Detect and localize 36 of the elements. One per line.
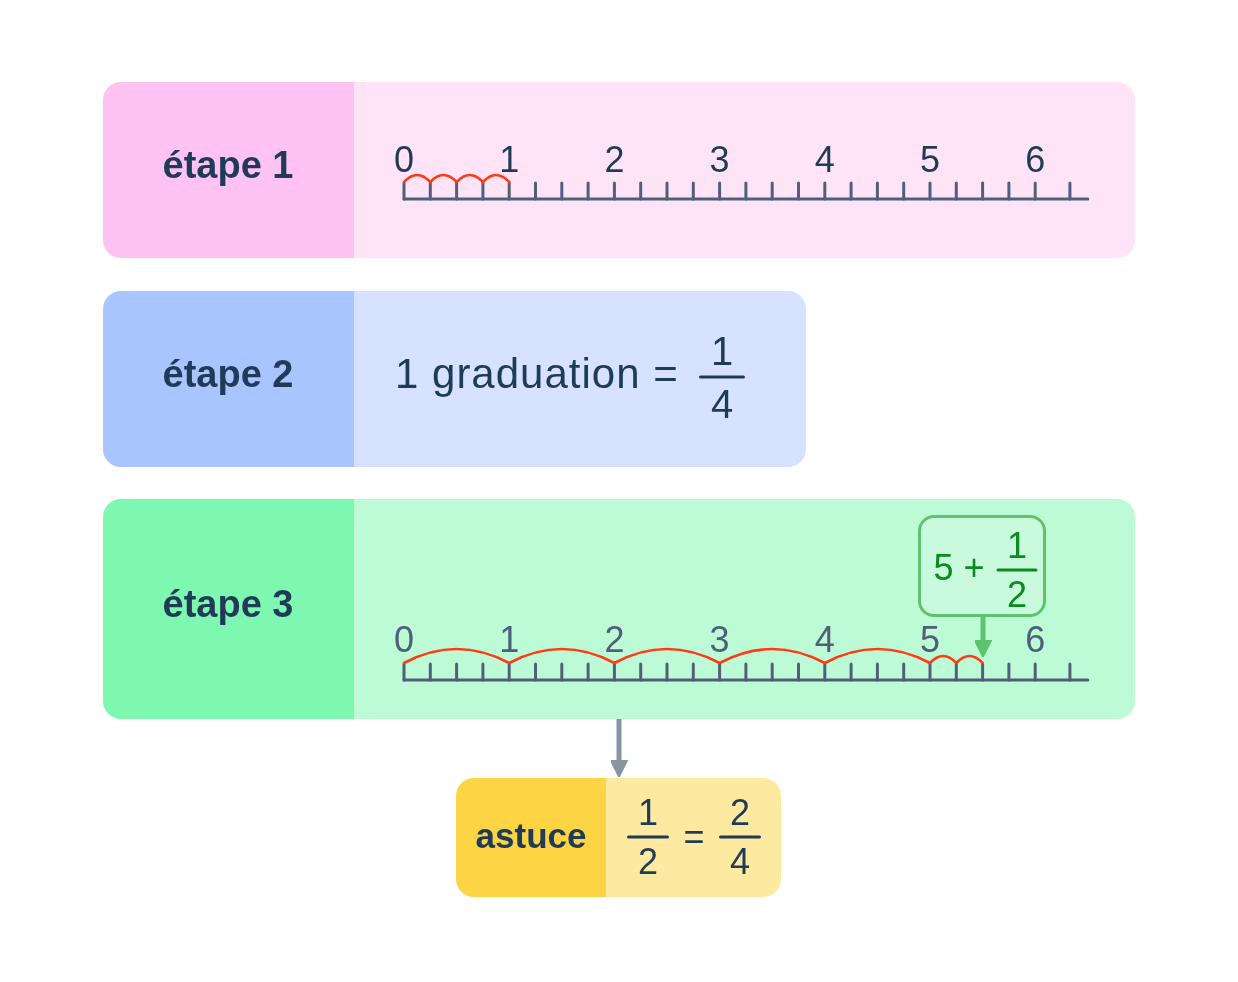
fraction-denominator: 4 (730, 843, 750, 880)
tick-label: 0 (394, 622, 414, 658)
equation-text: 5 + (933, 550, 985, 586)
equation-text: 1 graduation = (395, 353, 679, 395)
fraction-numerator: 1 (638, 794, 658, 831)
fraction-numerator: 1 (1007, 527, 1027, 564)
tick-label: 5 (920, 142, 940, 178)
fraction-numerator: 2 (730, 794, 750, 831)
tick-label: 1 (499, 622, 520, 658)
tick-label: 2 (604, 142, 625, 178)
step-label: étape 1 (162, 146, 294, 184)
step-panel (103, 499, 1135, 719)
tick-label: 0 (394, 142, 414, 178)
arrow (973, 617, 993, 658)
tick-label: 2 (604, 622, 625, 658)
tick-label: 6 (1025, 622, 1046, 658)
fraction-denominator: 4 (710, 383, 734, 424)
tick-label: 3 (709, 142, 730, 178)
step-panel (103, 291, 806, 467)
step-label: étape 2 (162, 355, 294, 393)
fraction-denominator: 2 (638, 843, 658, 880)
tick-label: 1 (499, 142, 520, 178)
arrow (609, 719, 629, 778)
step-label: étape 3 (162, 585, 294, 623)
callout-box (918, 515, 1046, 617)
tick-label: 6 (1025, 142, 1046, 178)
tick-label: 5 (920, 622, 940, 658)
tip-label: astuce (475, 817, 587, 853)
tick-label: 4 (814, 622, 835, 658)
tick-label: 4 (814, 142, 835, 178)
step-panel (103, 82, 1135, 258)
fraction-numerator: 1 (710, 330, 734, 371)
fraction-denominator: 2 (1007, 576, 1027, 613)
equals-sign: = (683, 819, 705, 855)
tick-label: 3 (709, 622, 730, 658)
tip-panel (456, 778, 781, 897)
